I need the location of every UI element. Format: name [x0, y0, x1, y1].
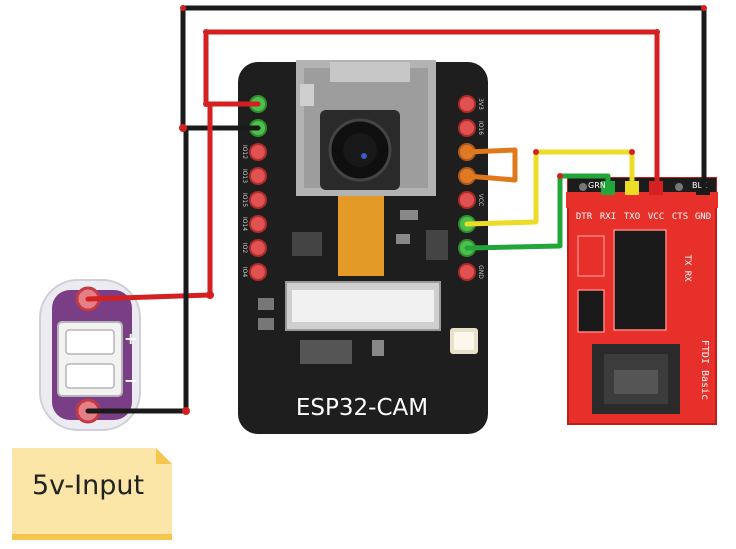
- esp32-board-label: ESP32-CAM: [296, 395, 428, 421]
- esp32-left-pin: [249, 263, 267, 281]
- wires: [85, 5, 707, 415]
- ftdi-title: FTDI Basic: [699, 340, 710, 400]
- esp32-cam-board: ESP32-CAM: [238, 60, 488, 434]
- wire-orange-jumper: [464, 147, 518, 183]
- ftdi-led-label: TX RX: [682, 254, 692, 282]
- esp32-left-header: IO12 IO13 IO15 IO14 IO2 IO4: [241, 95, 267, 281]
- ftdi-chip: [613, 229, 667, 331]
- esp32-pin-label: IO13: [241, 169, 248, 183]
- ftdi-pin-cts: CTS: [672, 212, 688, 222]
- esp32-left-pin: [249, 167, 267, 185]
- wire-black-top: [180, 5, 707, 191]
- esp32-pin-label: IO14: [241, 217, 248, 231]
- ftdi-pin-gnd: GND: [695, 212, 711, 222]
- esp32-left-pin: [249, 191, 267, 209]
- minus-label: −: [124, 371, 137, 390]
- esp32-right-pin: [458, 191, 476, 209]
- esp32-left-pin: [249, 239, 267, 257]
- esp32-pin-label: IO12: [241, 145, 248, 159]
- ftdi-board: GRN BLK DTR RXI TXO VCC CTS GND TX RX FT…: [566, 177, 718, 425]
- power-connector: + −: [39, 279, 141, 431]
- ftdi-grn-label: GRN: [588, 181, 606, 190]
- ftdi-blk-label: BLK: [692, 181, 708, 190]
- ftdi-header-pin: [579, 183, 587, 191]
- esp32-left-pin: [249, 215, 267, 233]
- esp32-right-pin: [458, 95, 476, 113]
- esp32-pin-label: IO2: [241, 243, 248, 253]
- ftdi-header-pin: [675, 183, 683, 191]
- esp32-pin-label: GND: [477, 265, 484, 279]
- esp32-right-pin: [458, 263, 476, 281]
- esp32-pin-label: IO16: [477, 121, 484, 135]
- esp32-right-pin: [458, 119, 476, 137]
- wire-red-power: [85, 101, 213, 302]
- ftdi-pin-rxi: RXI: [600, 212, 616, 222]
- power-input-label: 5v-Input: [32, 470, 144, 501]
- esp32-pin-label: IO4: [241, 267, 248, 277]
- ftdi-pin-vcc: VCC: [648, 212, 664, 222]
- plus-label: +: [124, 329, 137, 348]
- esp32-pin-label: IO15: [241, 193, 248, 207]
- power-note: 5v-Input: [12, 448, 172, 540]
- esp32-pin-label: 3V3: [477, 98, 484, 110]
- esp32-left-pin: [249, 143, 267, 161]
- esp32-pin-label: VCC: [477, 194, 484, 206]
- ftdi-pin-txo: TXO: [624, 212, 640, 222]
- ftdi-pin-dtr: DTR: [576, 212, 593, 222]
